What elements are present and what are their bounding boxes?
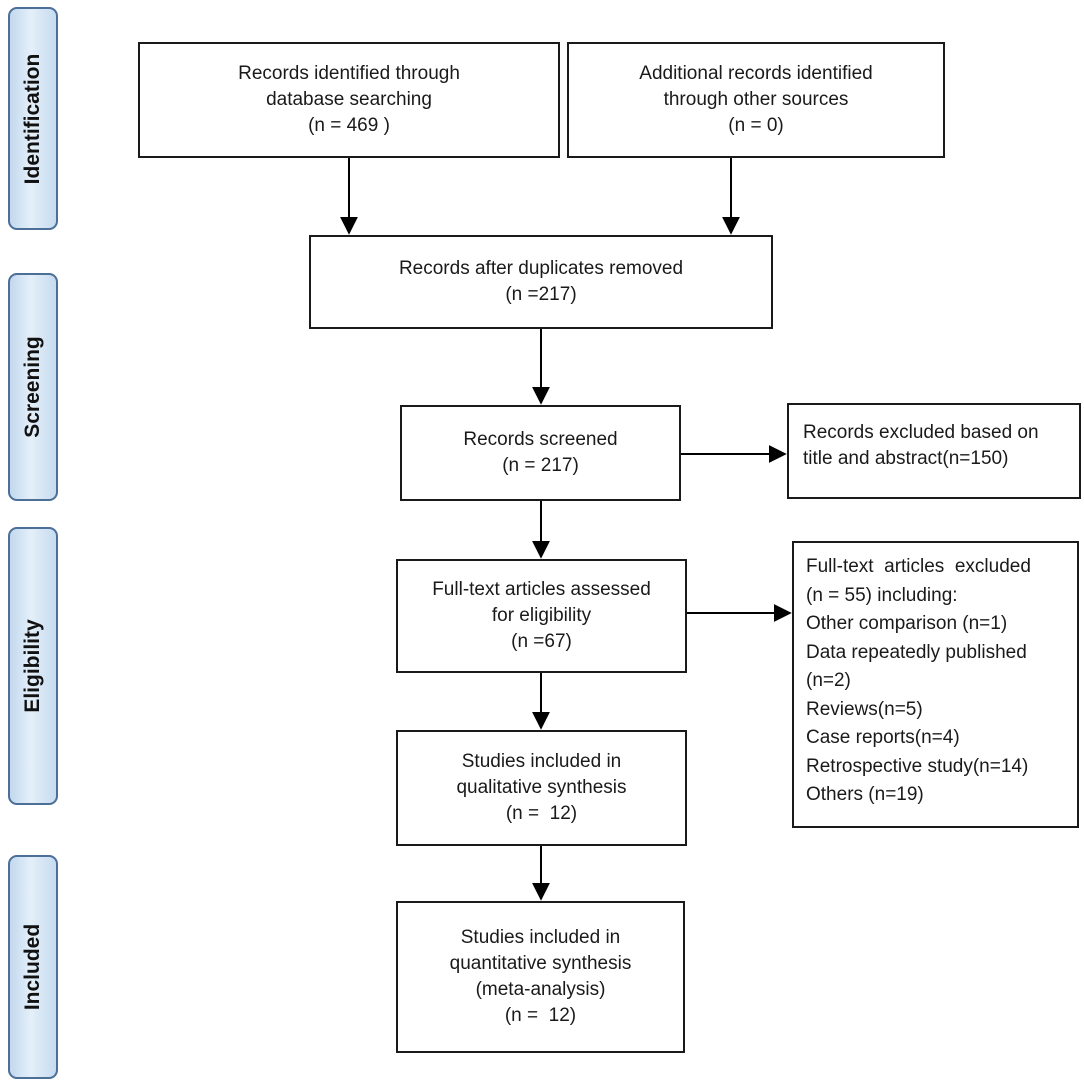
- box-line: Reviews(n=5): [806, 698, 923, 720]
- box-line: title and abstract(n=150): [803, 448, 1009, 469]
- box-records-excluded: Records excluded based on title and abst…: [787, 403, 1081, 499]
- box-line: (n =217): [505, 284, 577, 305]
- box-line: Case reports(n=4): [806, 727, 960, 748]
- box-line: quantitative synthesis: [449, 953, 632, 974]
- box-qualitative-synthesis: Studies included in qualitative synthesi…: [396, 730, 687, 846]
- box-line: Studies included in: [461, 751, 622, 772]
- stage-included: Included: [8, 855, 58, 1079]
- box-records-screened: Records screened (n = 217): [400, 405, 681, 501]
- box-line: (n = 12): [505, 803, 578, 824]
- box-line: (n = 469 ): [308, 115, 390, 136]
- stage-identification: Identification: [8, 7, 58, 230]
- box-duplicates-removed: Records after duplicates removed (n =217…: [309, 235, 773, 329]
- box-line: Retrospective study(n=14): [806, 755, 1029, 777]
- box-quantitative-synthesis: Studies included in quantitative synthes…: [396, 901, 685, 1053]
- box-line: for eligibility: [491, 605, 592, 626]
- box-line: (n = 217): [502, 455, 579, 476]
- box-other-sources: Additional records identified through ot…: [567, 42, 945, 158]
- box-line: (n=2): [806, 670, 851, 691]
- box-line: Records identified through: [238, 63, 460, 84]
- box-fulltext-excluded: Full-text articles excluded (n = 55) inc…: [792, 541, 1079, 828]
- box-line: Additional records identified: [639, 63, 873, 84]
- box-fulltext-assessed: Full-text articles assessed for eligibil…: [396, 559, 687, 673]
- box-line: Data repeatedly published: [806, 641, 1027, 663]
- box-line: qualitative synthesis: [456, 777, 627, 798]
- box-database-records: Records identified through database sear…: [138, 42, 560, 158]
- box-line: database searching: [266, 89, 432, 110]
- box-line: Full-text articles excluded: [806, 556, 1031, 577]
- box-line: Full-text articles assessed: [432, 579, 651, 600]
- stage-eligibility: Eligibility: [8, 527, 58, 805]
- box-line: Records excluded based on: [803, 422, 1039, 443]
- box-line: (n = 0): [728, 115, 784, 136]
- box-line: Records screened: [463, 429, 618, 450]
- box-line: (meta-analysis): [475, 979, 606, 1000]
- box-line: Other comparison (n=1): [806, 613, 1008, 634]
- box-line: (n =67): [511, 631, 572, 652]
- box-line: through other sources: [663, 89, 849, 110]
- box-line: Records after duplicates removed: [398, 258, 684, 279]
- box-line: (n = 55) including:: [806, 584, 958, 606]
- box-line: Studies included in: [460, 927, 621, 948]
- stage-screening: Screening: [8, 273, 58, 501]
- box-line: Others (n=19): [806, 784, 924, 805]
- box-line: (n = 12): [504, 1005, 577, 1026]
